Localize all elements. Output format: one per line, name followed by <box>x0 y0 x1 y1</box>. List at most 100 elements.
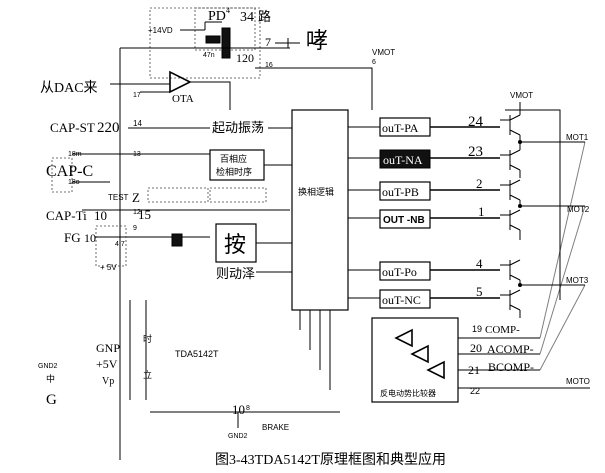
logic-bottom-wires <box>299 310 331 390</box>
out-na-block <box>379 149 431 169</box>
gnd2-left-label: GND2 <box>38 363 58 370</box>
capst-value: 220 <box>97 120 120 136</box>
brake-label: BRAKE <box>262 423 289 432</box>
commutation-logic-block <box>291 109 349 311</box>
out-nb-block <box>379 209 431 229</box>
capc-wire <box>72 153 210 183</box>
pin24: 24 <box>468 114 484 130</box>
capc-label: CAP-C <box>46 163 93 180</box>
out-pc-block <box>379 261 431 281</box>
figure-caption: 图3-43TDA5142T原理框图和典型应用 <box>215 451 446 468</box>
v14-wire <box>180 21 222 31</box>
qidong-block: 起动振荡 <box>212 120 264 135</box>
bcomp-label: BCOMP- <box>488 360 534 374</box>
capst-label: CAP-ST <box>50 120 95 135</box>
mot1-node <box>518 140 522 144</box>
test-dashed-box-2 <box>209 187 267 203</box>
left-bus-wire <box>119 47 290 460</box>
pin9: 9 <box>133 225 137 232</box>
emf-comparator-block <box>371 317 459 403</box>
vmot-wire <box>255 67 373 110</box>
vp-label: Vp <box>102 376 114 387</box>
mot2-label: MOT2 <box>567 205 590 214</box>
an-label: 按 <box>224 232 246 257</box>
mot2-node <box>518 204 522 208</box>
vmot-label: VMOT <box>372 48 395 57</box>
out-na-label: ouT-NA <box>383 153 423 167</box>
pin8: 8 <box>246 405 250 412</box>
emf-label: 反电动势比较器 <box>380 388 436 398</box>
vmot-right-label: VMOT <box>510 91 533 100</box>
comp-label: COMP- <box>485 324 520 336</box>
pin5: 5 <box>476 284 483 299</box>
logic-output-wires <box>348 126 380 299</box>
an-block <box>215 223 257 263</box>
v5-label: + 5V <box>100 263 117 272</box>
mot1-label: MOT1 <box>566 133 589 142</box>
xiao-label: 哮 <box>306 28 328 53</box>
gnd2-sym: 中 <box>46 373 55 384</box>
acomp-label: ACOMP- <box>487 342 534 356</box>
capti-label: CAP-Ti <box>46 208 87 223</box>
pin21: 21 <box>468 363 480 377</box>
pin23: 23 <box>468 144 483 160</box>
lu-label: 路 <box>258 9 271 24</box>
hz-label: 时 <box>143 333 152 344</box>
top-wire-7 <box>275 38 300 48</box>
dac-label: 从DAC来 <box>40 80 98 96</box>
n47-label: 4.7 <box>115 241 125 248</box>
capti-value: 10 <box>94 208 107 223</box>
gnd2-bottom-label: GND2 <box>228 433 248 440</box>
gnp-label: GNP <box>96 341 120 355</box>
li-label: 立 <box>143 369 152 380</box>
out-pc-label: ouT-Po <box>382 265 417 279</box>
moto-label: MOTO <box>566 377 590 386</box>
test-dashed-box <box>147 187 209 203</box>
v14-label: +14VD <box>148 26 173 35</box>
top-capacitor <box>205 35 221 44</box>
mot3-label: MOT3 <box>566 276 589 285</box>
ota-label: OTA <box>172 93 194 105</box>
out-nb-label: OUT -NB <box>383 215 425 226</box>
chip-label: TDA5142T <box>175 349 219 359</box>
pin22: 22 <box>470 386 480 396</box>
jiance-label: 检相时序 <box>216 166 252 177</box>
pin10: 10 <box>232 402 245 417</box>
pin15: 15 <box>138 207 151 222</box>
n7-label: 7 <box>265 35 271 49</box>
ota-amplifier <box>169 70 192 94</box>
test-label: TEST <box>108 193 129 202</box>
v5b-label: +5V <box>96 357 118 371</box>
comparator-triangles <box>394 328 445 380</box>
ota-wire <box>140 81 231 110</box>
logic-label: 换相逻辑 <box>298 186 334 197</box>
bottom-wire <box>150 411 340 428</box>
z-label: Z <box>132 190 140 205</box>
output-wires <box>430 126 500 299</box>
fg-label: FG <box>64 230 81 245</box>
comp-wires <box>458 337 540 389</box>
g-label: G <box>46 392 57 408</box>
vmot-rail <box>505 102 561 300</box>
pd-label: PD <box>208 9 226 24</box>
pin1: 1 <box>478 204 485 219</box>
out-pa-label: ouT-PA <box>382 121 419 135</box>
pin12: 12 <box>133 209 141 216</box>
out-pb-block <box>379 181 431 201</box>
pin19: 19 <box>472 324 482 334</box>
n16-label: 16 <box>265 62 273 69</box>
fg-value: 10 <box>84 231 96 245</box>
baihu-block <box>209 149 265 181</box>
pin17: 17 <box>133 92 141 99</box>
left-vertical-wires <box>129 300 147 400</box>
pin14: 14 <box>133 119 142 128</box>
top-dashed-box <box>149 7 261 79</box>
top-component-2 <box>221 27 231 59</box>
bridge-transistors <box>500 110 521 318</box>
pin20: 20 <box>470 341 482 355</box>
zedong-label: 则动泽 <box>216 266 255 281</box>
out-nc-block <box>379 289 431 309</box>
out-nc-label: ouT-NC <box>382 293 421 307</box>
fg-transistor <box>171 233 183 247</box>
